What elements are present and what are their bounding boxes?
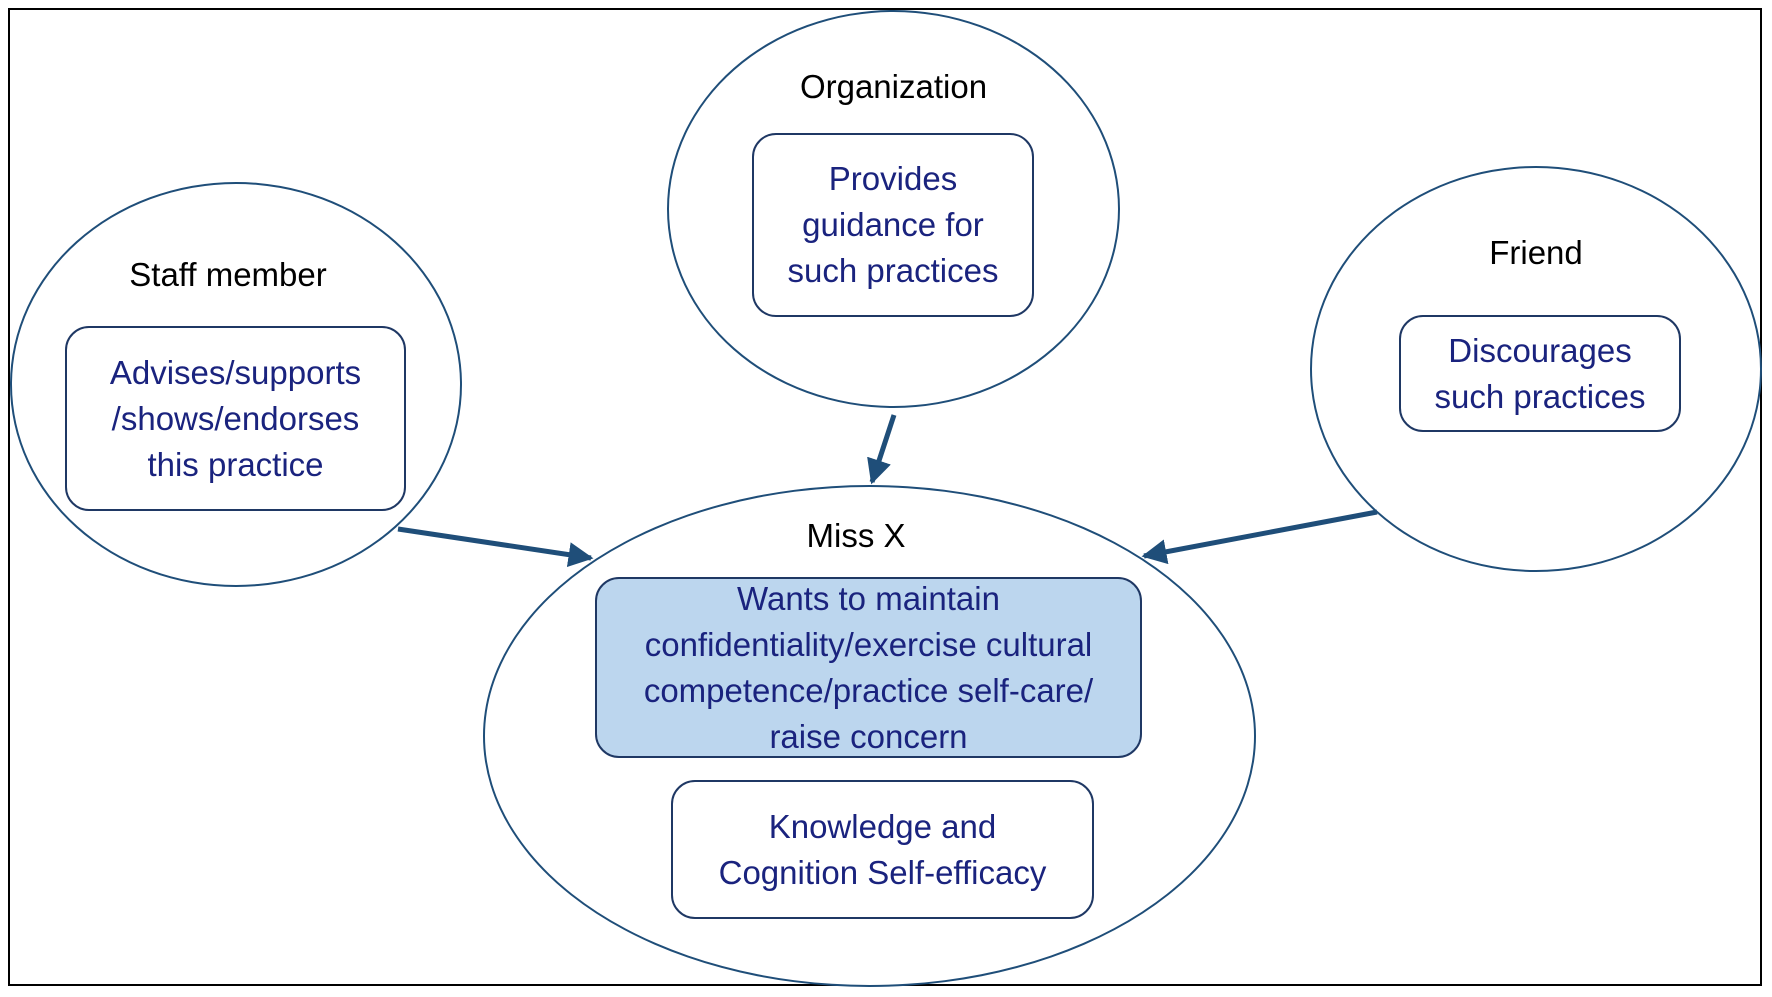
organization-title: Organization	[799, 68, 988, 105]
friend-to-miss-x-arrow	[1141, 509, 1378, 565]
organization-to-miss-x-arrow	[867, 414, 897, 485]
miss-x-knowledge-box: Knowledge and Cognition Self-efficacy	[671, 780, 1094, 919]
staff-to-miss-x-arrow	[397, 526, 594, 568]
organization-box: Provides guidance for such practices	[752, 133, 1034, 317]
staff-member-box: Advises/supports /shows/endorses this pr…	[65, 326, 406, 511]
staff-member-title: Staff member	[129, 256, 327, 293]
miss-x-wants-box: Wants to maintain confidentiality/exerci…	[595, 577, 1142, 758]
friend-box: Discourages such practices	[1399, 315, 1681, 432]
friend-title: Friend	[1489, 234, 1583, 271]
miss-x-title: Miss X	[806, 517, 906, 554]
